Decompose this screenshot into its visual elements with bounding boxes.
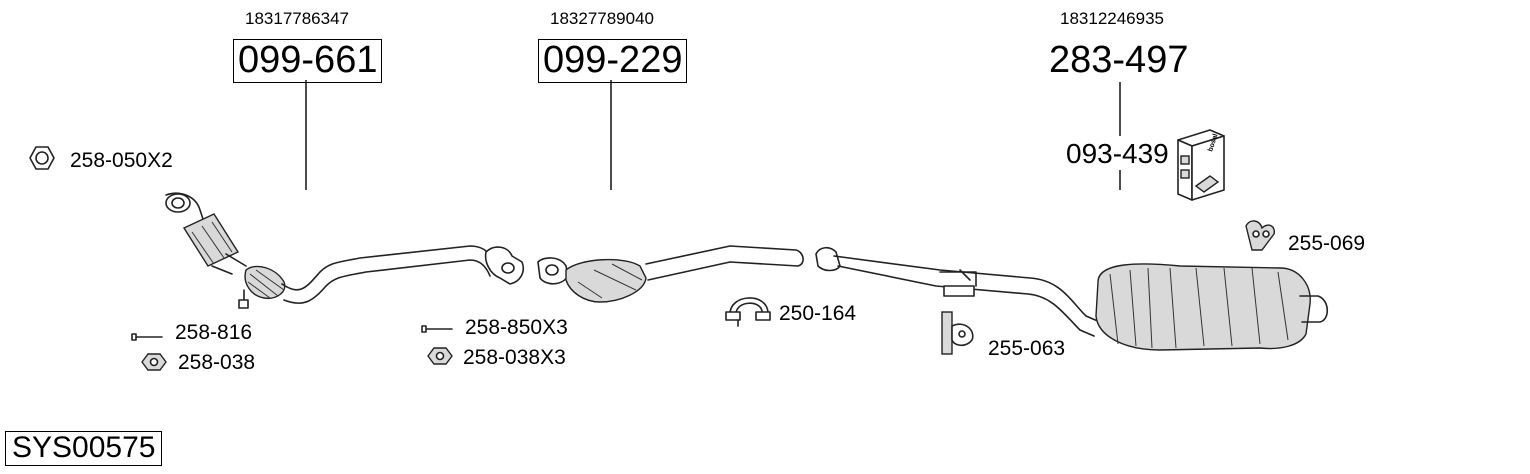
- clamp-icon-250-164: [725, 297, 771, 327]
- mounting-kit-box-icon: [1177, 129, 1225, 201]
- part-number-099-229[interactable]: 099-229: [538, 39, 688, 83]
- hex-nut-icon: [29, 146, 55, 170]
- diagram-id-label: SYS00575: [5, 431, 163, 466]
- accessory-label[interactable]: 255-063: [988, 337, 1066, 360]
- hanger-icon-255-063: [941, 311, 974, 355]
- nut-icon-258-038X3: [427, 347, 453, 365]
- catalyst-099-229: [537, 245, 804, 303]
- oem-number-label: 18312246935: [1060, 9, 1165, 28]
- accessory-label[interactable]: 255-069: [1288, 232, 1366, 255]
- accessory-label[interactable]: 258-038X3: [463, 346, 566, 369]
- oem-number-label: 18317786347: [245, 9, 350, 28]
- accessory-label[interactable]: 258-816: [175, 321, 253, 344]
- accessory-label[interactable]: 258-850X3: [465, 316, 568, 339]
- part-number-283-497[interactable]: 283-497: [1049, 39, 1189, 81]
- hanger-icon-255-069: [1245, 220, 1276, 251]
- part-number-099-661[interactable]: 099-661: [233, 39, 383, 83]
- bolt-icon-258-816: [131, 333, 163, 341]
- rear-muffler-283-497: [815, 246, 1329, 351]
- bolt-icon-258-850X3: [421, 325, 453, 333]
- accessory-label[interactable]: 250-164: [779, 302, 857, 325]
- accessory-label[interactable]: 258-038: [178, 351, 256, 374]
- accessory-label[interactable]: 258-050X2: [70, 149, 173, 172]
- front-pipe-099-661: [165, 192, 525, 309]
- nut-icon-258-038: [141, 353, 167, 371]
- oem-number-label: 18327789040: [550, 9, 655, 28]
- part-number-093-439[interactable]: 093-439: [1066, 138, 1169, 169]
